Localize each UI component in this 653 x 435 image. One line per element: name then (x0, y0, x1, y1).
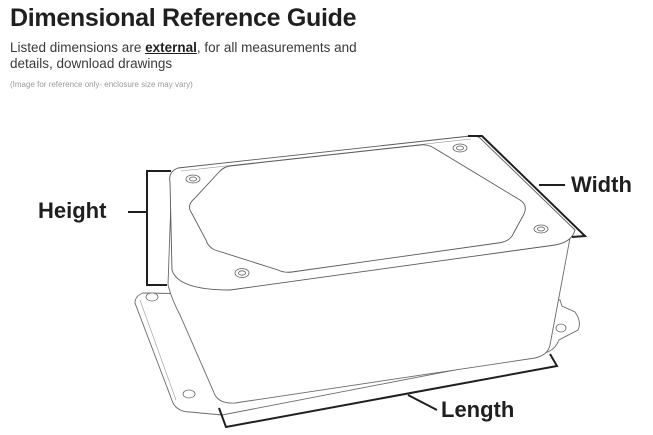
width-dimension-line (468, 135, 588, 238)
length-dimension-line (218, 353, 559, 429)
subtitle-emphasis: external (145, 40, 197, 55)
enclosure-lid (169, 135, 576, 291)
flange-holes (145, 292, 567, 399)
width-label: Width (571, 172, 632, 197)
length-label: Length (441, 397, 515, 422)
height-label: Height (38, 198, 107, 223)
reference-note: (Image for reference only- enclosure siz… (10, 80, 193, 89)
subtitle: Listed dimensions are external, for all … (10, 40, 370, 72)
lid-screws (185, 143, 549, 278)
page-title: Dimensional Reference Guide (10, 4, 357, 32)
subtitle-text-end: , for all measurements and details, down… (10, 40, 357, 71)
height-dimension-line (128, 170, 171, 286)
subtitle-text-start: Listed dimensions are (10, 40, 146, 55)
